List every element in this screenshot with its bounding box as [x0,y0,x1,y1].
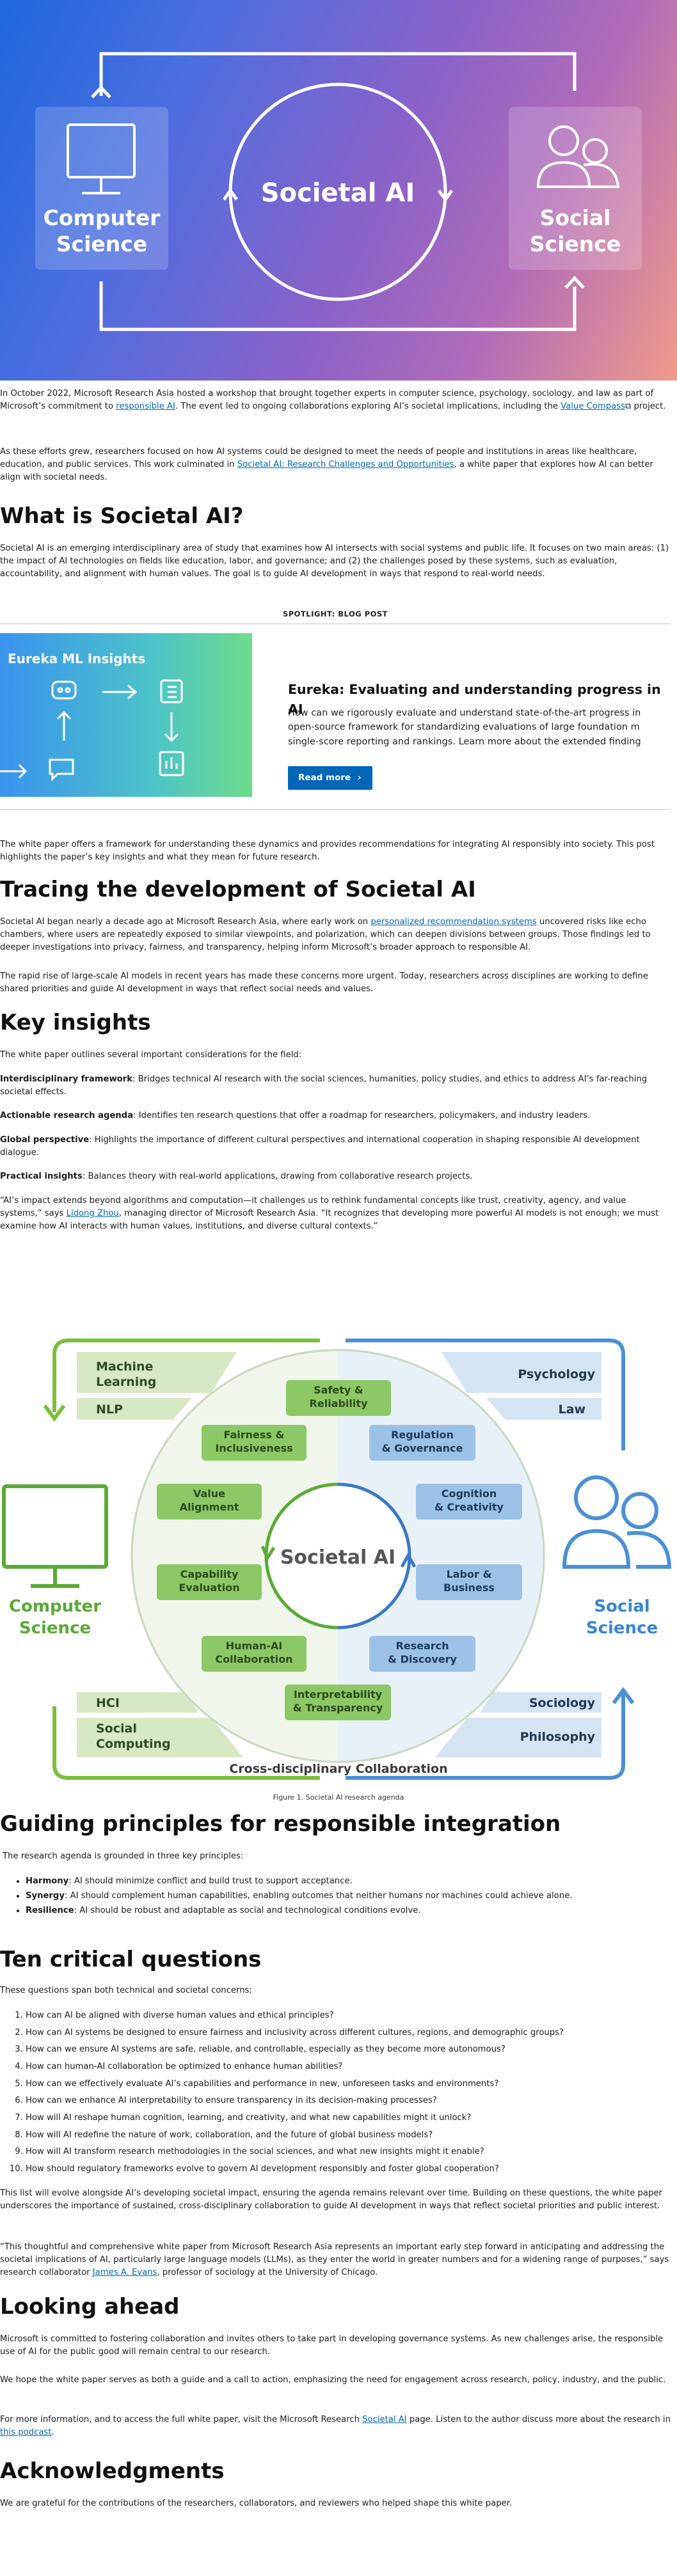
heading-looking-ahead: Looking ahead [0,2294,180,2320]
chevron-right-icon: › [357,773,362,783]
ahead-paragraph-1: Microsoft is committed to fostering coll… [0,2334,664,2357]
tag-hci: HCI [96,1696,120,1710]
list-item: How can AI systems be designed to ensure… [26,2027,671,2039]
item-labor: Labor &Business [443,1568,495,1594]
lidong-zhou-link[interactable]: Lidong Zhou [66,1209,119,1219]
list-item: How can we ensure AI systems are safe, r… [26,2043,671,2056]
list-item: Resilience: AI should be robust and adap… [26,1905,671,1917]
heading-ten-questions: Ten critical questions [0,1947,262,1972]
spotlight-image-title: Eureka ML Insights [8,651,146,666]
external-link-icon: ⧉ [625,402,632,412]
spotlight-description: How can we rigorously evaluate and under… [288,708,641,747]
responsible-ai-link[interactable]: responsible AI [116,402,175,412]
tag-philosophy: Philosophy [520,1730,595,1744]
principles-intro: The research agenda is grounded in three… [3,1851,244,1861]
tag-nlp: NLP [96,1402,123,1417]
list-item: Harmony: AI should minimize conflict and… [26,1875,671,1888]
item-regulation: Regulation& Governance [381,1429,463,1454]
insights-intro: The white paper outlines several importa… [0,1050,302,1060]
spotlight-label: SPOTLIGHT: BLOG POST [282,609,388,618]
people-icon [536,125,620,188]
ahead-paragraph-2: We hope the white paper serves as both a… [0,2375,666,2385]
ack-paragraph: We are grateful for the contributions of… [0,2499,513,2508]
ahead-paragraph-3: For more information, and to access the … [0,2415,671,2438]
heading-what-is-societal-ai: What is Societal AI? [0,503,244,529]
what-paragraph: Societal AI is an emerging interdiscipli… [0,544,669,579]
societal-ai-page-link[interactable]: Societal AI [362,2415,407,2424]
zhou-quote: “AI’s impact extends beyond algorithms a… [0,1196,659,1232]
monitor-icon [67,123,136,194]
divider [0,809,671,810]
insight-item: Global perspective: Highlights the impor… [0,1135,640,1158]
item-interpretability: Interpretability& Transparency [292,1688,383,1714]
list-item: How will AI transform research methodolo… [26,2146,671,2158]
tag-law: Law [558,1402,585,1417]
evans-quote: “This thoughtful and comprehensive white… [0,2242,669,2278]
questions-intro: These questions span both technical and … [0,1986,252,1995]
insight-item: Practical insights: Balances theory with… [0,1172,473,1181]
value-compass-link[interactable]: Value Compass [561,402,625,412]
heading-guiding-principles: Guiding principles for responsible integ… [0,1811,561,1837]
list-item: How can we enhance AI interpretability t… [26,2094,671,2107]
item-cognition: Cognition& Creativity [434,1488,504,1513]
agenda-diagram [2,1339,672,1780]
list-item: How can human-AI collaboration be optimi… [26,2061,671,2073]
tracing-paragraph-2: The rapid rise of large-scale AI models … [0,971,648,994]
figure-caption: Figure 1. Societal AI research agenda [273,1793,404,1802]
heading-acknowledgments: Acknowledgments [0,2458,225,2484]
item-fairness: Fairness &Inclusiveness [215,1429,293,1454]
list-item: How can AI be aligned with diverse human… [26,2009,671,2022]
read-more-button[interactable]: Read more › [288,766,373,790]
item-research: Research& Discovery [388,1640,457,1665]
tag-psychology: Psychology [518,1367,595,1381]
heading-key-insights: Key insights [0,1010,151,1035]
recommendation-systems-link[interactable]: personalized recommendation systems [370,917,537,927]
list-item: How will AI redefine the nature of work,… [26,2129,671,2142]
insight-item: Interdisciplinary framework: Bridges tec… [0,1074,648,1097]
questions-paragraph: This list will evolve alongside AI’s dev… [0,2188,662,2211]
heading-tracing: Tracing the development of Societal AI [0,877,476,902]
list-item: How can we effectively evaluate AI’s cap… [26,2078,671,2091]
podcast-link[interactable]: this podcast [0,2428,52,2438]
eureka-illustration [0,679,184,781]
list-item: How will AI reshape human cognition, lea… [26,2112,671,2124]
intro-paragraph-1: In October 2022, Microsoft Research Asia… [0,389,666,412]
spotlight-image[interactable]: Eureka ML Insights [0,633,252,797]
insight-item: Actionable research agenda: Identifies t… [0,1111,591,1120]
white-paper-link[interactable]: Societal AI: Research Challenges and Opp… [237,460,454,470]
hero-center-label: Societal AI [260,178,415,208]
societal-ai-center: Societal AI [280,1546,396,1569]
tracing-paragraph-1: Societal AI began nearly a decade ago at… [0,917,651,953]
james-evans-link[interactable]: James A. Evans [92,2268,157,2278]
cross-disciplinary-label: Cross-disciplinary Collaboration [229,1762,448,1776]
hero-graphic [35,52,642,331]
item-safety: Safety &Reliability [309,1384,368,1410]
questions-list: How can AI be aligned with diverse human… [0,2009,671,2180]
tag-sociology: Sociology [529,1696,595,1710]
spotlight-title[interactable]: Eureka: Evaluating and understanding pro… [288,682,661,718]
principles-list: Harmony: AI should minimize conflict and… [0,1875,671,1919]
people-icon [562,1475,672,1569]
framework-paragraph: The white paper offers a framework for u… [0,840,655,863]
monitor-icon [2,1484,108,1588]
intro-paragraph-2: As these efforts grew, researchers focus… [0,447,653,483]
list-item: How should regulatory frameworks evolve … [26,2163,671,2176]
list-item: Synergy: AI should complement human capa… [26,1890,671,1903]
